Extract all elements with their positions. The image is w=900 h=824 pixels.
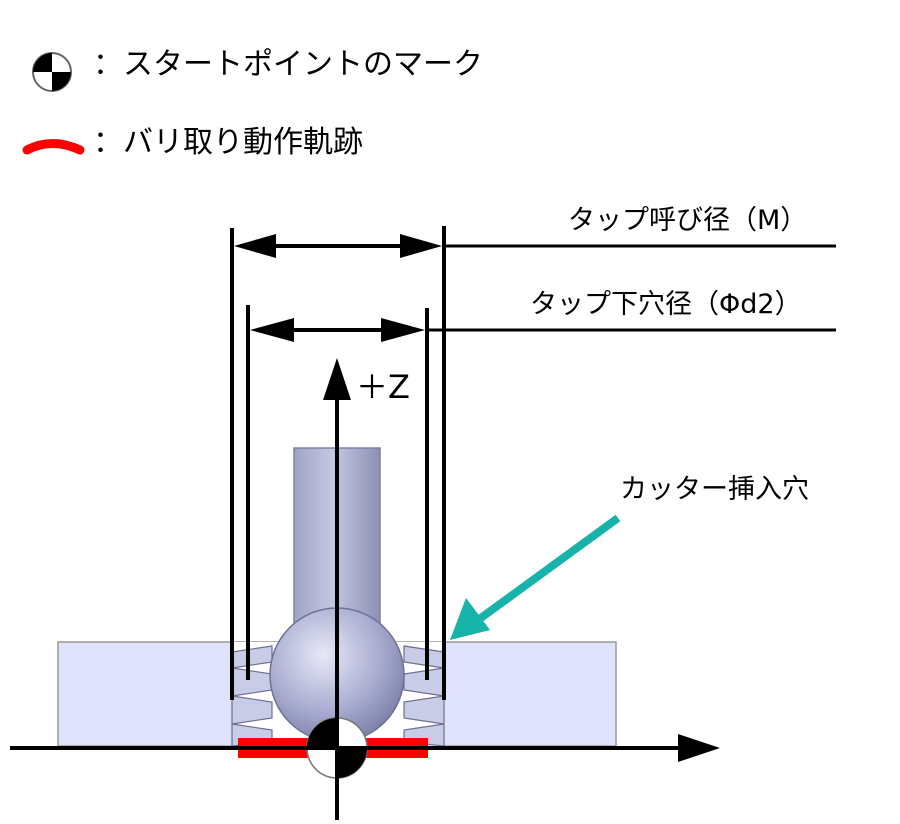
x-axis-arrow	[10, 734, 720, 762]
z-axis-arrow	[323, 358, 351, 820]
cutter-hole-callout-arrow	[450, 514, 621, 640]
tap-nominal-dimension	[230, 226, 836, 700]
start-point-legend-label: ：スタートポイントのマーク	[93, 47, 483, 82]
tap-nominal-label: タップ呼び径（M）	[568, 205, 808, 236]
z-axis-label: ＋Z	[356, 368, 410, 406]
deburr-path-legend-label: ：バリ取り動作軌跡	[93, 125, 363, 160]
cutter-hole-label: カッター挿入穴	[620, 474, 809, 505]
red-arc-icon	[22, 139, 85, 155]
start-point-mark-icon	[32, 52, 72, 92]
tap-drill-dimension	[246, 305, 836, 680]
tap-drill-label: タップ下穴径（Φd2）	[530, 289, 802, 320]
